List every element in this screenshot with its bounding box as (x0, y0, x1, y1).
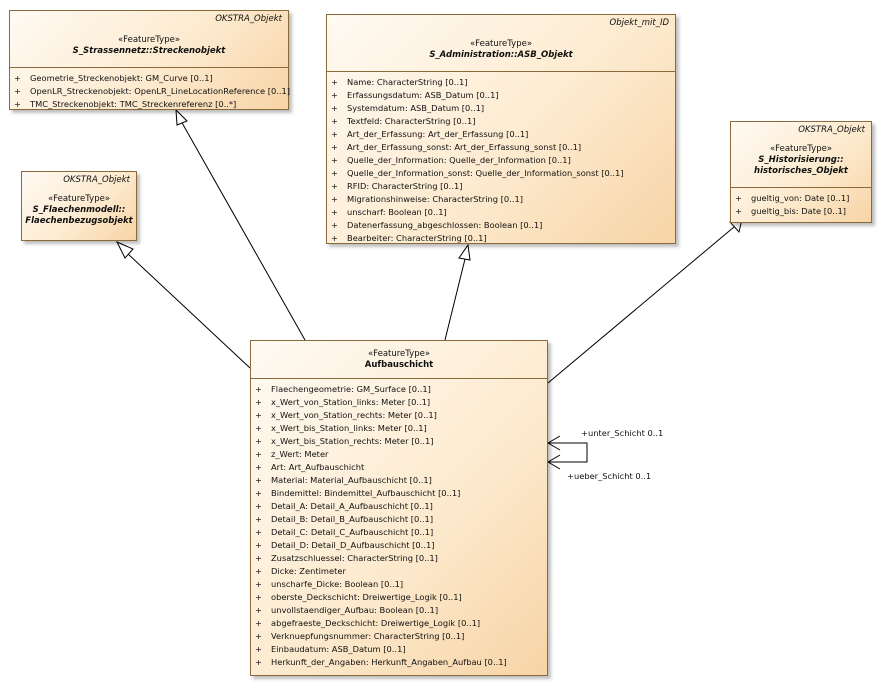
attribute-row: +z_Wert: Meter (255, 449, 329, 459)
attribute-row: +oberste_Deckschicht: Dreiwertige_Logik … (255, 592, 462, 602)
attribute-row: +Geometrie_Streckenobjekt: GM_Curve [0..… (14, 73, 213, 83)
attribute-row: +Art_der_Erfassung_sonst: Art_der_Erfass… (331, 142, 582, 152)
stereotype-label: «FeatureType» (117, 35, 181, 45)
package-tag: OKSTRA_Objekt (798, 125, 865, 135)
attribute-row: +Flaechengeometrie: GM_Surface [0..1] (255, 384, 431, 394)
attribute-row: +Name: CharacterString [0..1] (331, 77, 468, 87)
class-name: Aufbauschicht (364, 360, 434, 370)
attribute-row: +Art: Art_Aufbauschicht (255, 462, 365, 472)
generalization-line-flaeche (126, 252, 251, 369)
attribute-row: +Bearbeiter: CharacterString [0..1] (331, 233, 487, 243)
package-tag: OKSTRA_Objekt (215, 14, 282, 24)
stereotype-label: «FeatureType» (769, 144, 833, 154)
class-aufbauschicht[interactable]: «FeatureType» Aufbauschicht +Flaechengeo… (250, 340, 548, 676)
attribute-row: +unscharfe_Dicke: Boolean [0..1] (255, 579, 404, 589)
self-association-arrow-top (547, 435, 561, 451)
stereotype-label: «FeatureType» (469, 39, 533, 49)
package-tag: OKSTRA_Objekt (63, 175, 130, 185)
attribute-row: +x_Wert_von_Station_links: Meter [0..1] (255, 397, 431, 407)
class-name: S_Administration::ASB_Objekt (429, 50, 573, 60)
self-association-line (548, 442, 588, 463)
attribute-row: +OpenLR_Streckenobjekt: OpenLR_LineLocat… (14, 86, 291, 96)
stereotype-label: «FeatureType» (367, 349, 431, 359)
generalization-arrowhead-asb (458, 243, 471, 261)
attribute-row: +TMC_Streckenobjekt: TMC_Streckenreferen… (14, 99, 237, 109)
package-tag: Objekt_mit_ID (609, 18, 669, 28)
class-name-line2: historisches_Objekt (754, 166, 848, 176)
generalization-line-histor (547, 226, 735, 384)
attribute-row: +Dicke: Zentimeter (255, 566, 346, 576)
attribute-row: +unvollstaendiger_Aufbau: Boolean [0..1] (255, 605, 439, 615)
attribute-row: +Verknuepfungsnummer: CharacterString [0… (255, 631, 465, 641)
attribute-list: +gueltig_von: Date [0..1] +gueltig_bis: … (731, 187, 871, 222)
attribute-row: +Quelle_der_Information_sonst: Quelle_de… (331, 168, 624, 178)
attribute-row: +Textfeld: CharacterString [0..1] (331, 116, 476, 126)
attribute-row: +unscharf: Boolean [0..1] (331, 207, 447, 217)
attribute-row: +Detail_C: Detail_C_Aufbauschicht [0..1] (255, 527, 434, 537)
attribute-row: +x_Wert_bis_Station_rechts: Meter [0..1] (255, 436, 434, 446)
class-name-line1: S_Historisierung:: (758, 155, 844, 165)
generalization-arrowhead-flaeche (115, 240, 134, 259)
attribute-row: +Einbaudatum: ASB_Datum [0..1] (255, 644, 406, 654)
class-asb-objekt[interactable]: Objekt_mit_ID «FeatureType» S_Administra… (326, 14, 676, 244)
attribute-list: +Geometrie_Streckenobjekt: GM_Curve [0..… (10, 67, 291, 109)
stereotype-label: «FeatureType» (47, 194, 111, 204)
attribute-row: +Detail_B: Detail_B_Aufbauschicht [0..1] (255, 514, 434, 524)
generalization-arrowhead-strecke (175, 108, 188, 126)
attribute-row: +Bindemittel: Bindemittel_Aufbauschicht … (255, 488, 461, 498)
attribute-row: +gueltig_bis: Date [0..1] (735, 206, 847, 216)
class-flaechenbezugsobjekt[interactable]: OKSTRA_Objekt «FeatureType» S_Flaechenmo… (21, 171, 137, 241)
self-association-arrow-bottom (547, 454, 561, 470)
attribute-row: +Zusatzschluessel: CharacterString [0..1… (255, 553, 438, 563)
attribute-row: +Erfassungsdatum: ASB_Datum [0..1] (331, 90, 499, 100)
attribute-row: +Systemdatum: ASB_Datum [0..1] (331, 103, 485, 113)
class-name: S_Strassennetz::Streckenobjekt (72, 46, 226, 56)
attribute-row: +x_Wert_bis_Station_links: Meter [0..1] (255, 423, 427, 433)
attribute-row: +Herkunft_der_Angaben: Herkunft_Angaben_… (255, 657, 507, 667)
attribute-row: +Datenerfassung_abgeschlossen: Boolean [… (331, 220, 543, 230)
class-name-line2: Flaechenbezugsobjekt (25, 216, 133, 226)
generalization-line-strecke (180, 120, 306, 341)
attribute-row: +Quelle_der_Information: Quelle_der_Info… (331, 155, 571, 165)
attribute-row: +Art_der_Erfassung: Art_der_Erfassung [0… (331, 129, 529, 139)
class-historisches-objekt[interactable]: OKSTRA_Objekt «FeatureType» S_Historisie… (730, 121, 872, 223)
generalization-line-asb (444, 258, 466, 341)
attribute-row: +RFID: CharacterString [0..1] (331, 181, 463, 191)
class-streckenobjekt[interactable]: OKSTRA_Objekt «FeatureType» S_Strassenne… (9, 10, 291, 110)
role-label-ueber-schicht: +ueber_Schicht 0..1 (567, 471, 652, 481)
attribute-row: +Detail_A: Detail_A_Aufbauschicht [0..1] (255, 501, 433, 511)
attribute-row: +x_Wert_von_Station_rechts: Meter [0..1] (255, 410, 437, 420)
attribute-row: +Detail_D: Detail_D_Aufbauschicht [0..1] (255, 540, 435, 550)
attribute-list: +Name: CharacterString [0..1] +Erfassung… (327, 71, 675, 243)
class-name-line1: S_Flaechenmodell:: (32, 205, 126, 215)
role-label-unter-schicht: +unter_Schicht 0..1 (581, 428, 664, 438)
attribute-row: +abgefraeste_Deckschicht: Dreiwertige_Lo… (255, 618, 481, 628)
attribute-row: +gueltig_von: Date [0..1] (735, 193, 850, 203)
attribute-list: +Flaechengeometrie: GM_Surface [0..1] +x… (251, 378, 547, 675)
attribute-row: +Migrationshinweise: CharacterString [0.… (331, 194, 523, 204)
attribute-row: +Material: Material_Aufbauschicht [0..1] (255, 475, 432, 485)
